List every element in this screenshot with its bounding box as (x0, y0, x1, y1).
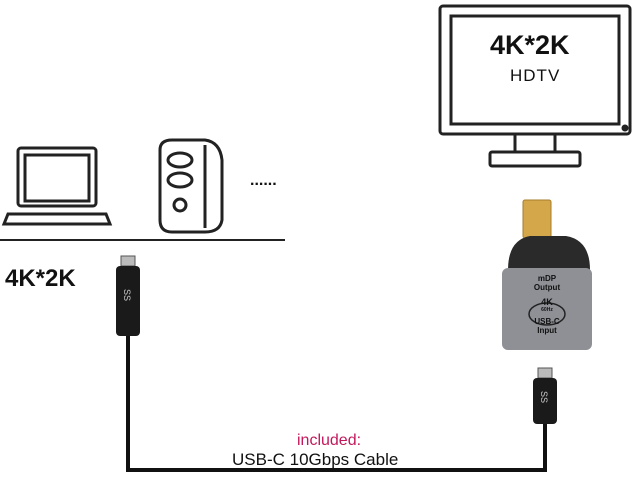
hdtv-resolution: 4K*2K (490, 30, 570, 60)
desktop-pc-icon (158, 138, 224, 234)
more-devices-dots: ...... (250, 172, 277, 189)
ss-logo-left: SS (122, 288, 133, 302)
adapter-output-label: mDP (537, 274, 557, 283)
ss-logo-right: SS (539, 390, 550, 404)
adapter-labels: mDP Output 4K 60Hz USB-C Input (502, 274, 592, 335)
laptop-icon (1, 146, 113, 226)
source-resolution: 4K*2K (5, 265, 76, 292)
cable (126, 336, 547, 472)
hdtv-monitor-icon (438, 4, 632, 168)
cable-name: USB-C 10Gbps Cable (232, 450, 399, 469)
adapter-input-label-2: Input (537, 326, 557, 335)
included-label: included: (297, 432, 362, 449)
adapter-badge: 4K (541, 297, 553, 307)
usb-c-connector-left-icon (116, 255, 140, 336)
usb-c-to-mdp-adapter-icon (502, 199, 592, 350)
adapter-input-label: USB-C (534, 317, 560, 326)
adapter-output-label-2: Output (533, 283, 561, 292)
hdtv-label: HDTV (510, 66, 561, 85)
usb-c-connector-right-icon (533, 367, 557, 424)
adapter-badge-sub: 60Hz (541, 307, 553, 313)
